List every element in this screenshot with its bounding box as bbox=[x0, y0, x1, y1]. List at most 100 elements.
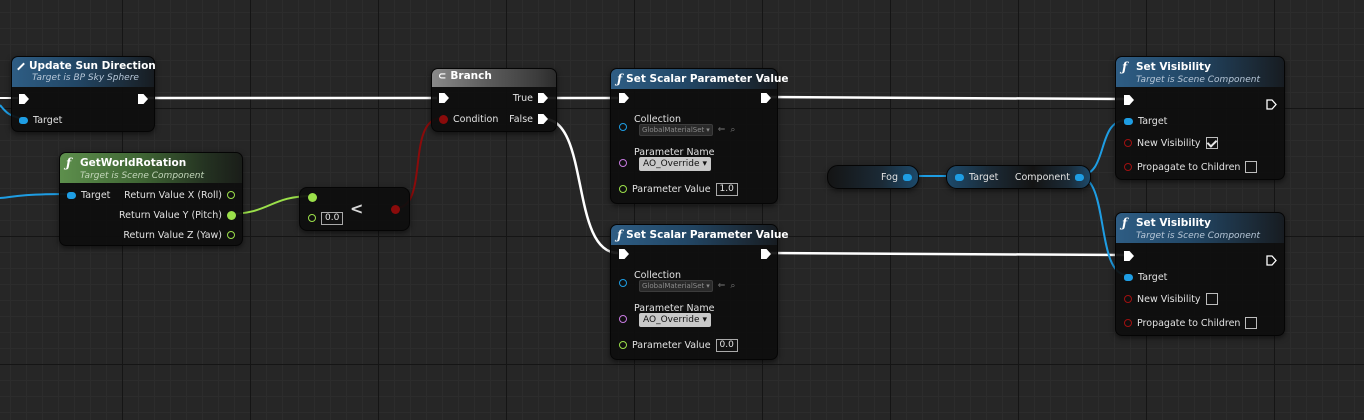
false-exec-pin[interactable] bbox=[538, 114, 548, 124]
collection-dropdown[interactable]: GlobalMaterialSet▾ bbox=[639, 280, 713, 292]
browse-search-icon[interactable]: ⌕ bbox=[730, 125, 736, 135]
use-selected-arrow-icon[interactable]: ⇐ bbox=[717, 281, 726, 291]
target-label: Target bbox=[1138, 115, 1168, 127]
param-name-label: Parameter Name bbox=[634, 146, 715, 158]
branch-node[interactable]: ⊂Branch True Condition False bbox=[431, 68, 557, 132]
target-pin[interactable] bbox=[19, 116, 28, 124]
new-visibility-pin[interactable] bbox=[1124, 139, 1132, 147]
update-sun-direction-node[interactable]: Update Sun Direction Target is BP Sky Sp… bbox=[11, 56, 156, 132]
exec-wire[interactable] bbox=[543, 117, 619, 255]
b-input-pin[interactable] bbox=[308, 214, 316, 222]
propagate-label: Propagate to Children bbox=[1137, 317, 1241, 329]
fog-label: Fog bbox=[881, 171, 898, 183]
node-title: Branch bbox=[450, 70, 492, 82]
true-exec-pin[interactable] bbox=[538, 93, 548, 103]
exec-wire[interactable] bbox=[767, 251, 1125, 257]
less-than-node[interactable]: 0.0 < bbox=[299, 187, 410, 231]
a-input-pin[interactable] bbox=[308, 193, 317, 202]
param-name-pin[interactable] bbox=[619, 315, 627, 323]
browse-search-icon[interactable]: ⌕ bbox=[730, 281, 736, 291]
chevron-down-icon: ▾ bbox=[702, 159, 708, 169]
collection-label: Collection bbox=[634, 113, 681, 125]
exec-out-pin[interactable] bbox=[138, 94, 148, 104]
node-subtitle: Target is Scene Component bbox=[1136, 75, 1261, 85]
get-component-node[interactable]: Target Component bbox=[946, 165, 1091, 189]
function-icon: ƒ bbox=[617, 72, 623, 86]
component-label: Component bbox=[1014, 171, 1070, 183]
return-x-pin[interactable] bbox=[227, 191, 235, 199]
param-value-pin[interactable] bbox=[619, 341, 627, 349]
collection-pin[interactable] bbox=[619, 123, 627, 131]
param-value-label: Parameter Value bbox=[632, 183, 711, 195]
node-subtitle: Target is Scene Component bbox=[1136, 231, 1261, 241]
param-name-dropdown[interactable]: AO_Override▾ bbox=[639, 313, 712, 327]
param-name-pin[interactable] bbox=[619, 159, 627, 167]
collection-label: Collection bbox=[634, 269, 681, 281]
param-name-dropdown[interactable]: AO_Override▾ bbox=[639, 157, 712, 171]
exec-out-pin[interactable] bbox=[761, 93, 771, 103]
less-than-operator: < bbox=[350, 199, 364, 218]
exec-wire[interactable] bbox=[767, 95, 1125, 101]
exec-in-pin[interactable] bbox=[1124, 95, 1134, 105]
condition-pin[interactable] bbox=[439, 114, 448, 124]
target-label: Target bbox=[33, 114, 63, 126]
chevron-down-icon: ▾ bbox=[702, 315, 708, 325]
result-out-pin[interactable] bbox=[391, 205, 400, 214]
exec-in-pin[interactable] bbox=[619, 249, 629, 259]
node-header[interactable]: Update Sun Direction Target is BP Sky Sp… bbox=[12, 57, 156, 87]
target-pin[interactable] bbox=[955, 173, 964, 181]
new-visibility-pin[interactable] bbox=[1124, 295, 1132, 303]
exec-in-pin[interactable] bbox=[19, 94, 29, 104]
fog-variable-node[interactable]: Fog bbox=[827, 165, 919, 189]
node-subtitle: Target is BP Sky Sphere bbox=[32, 73, 139, 83]
propagate-checkbox[interactable] bbox=[1245, 161, 1258, 173]
param-value-field[interactable]: 0.0 bbox=[715, 338, 738, 352]
propagate-label: Propagate to Children bbox=[1137, 161, 1241, 173]
new-visibility-checkbox[interactable] bbox=[1205, 293, 1218, 305]
exec-out-pin[interactable] bbox=[1266, 251, 1277, 266]
exec-out-pin[interactable] bbox=[1266, 95, 1277, 110]
new-visibility-checkbox[interactable] bbox=[1205, 137, 1218, 149]
exec-in-pin[interactable] bbox=[619, 93, 629, 103]
target-pin[interactable] bbox=[1124, 273, 1133, 281]
exec-in-pin[interactable] bbox=[1124, 251, 1134, 261]
component-out-pin[interactable] bbox=[1075, 173, 1084, 181]
exec-in-pin[interactable] bbox=[439, 93, 449, 103]
param-value-label: Parameter Value bbox=[632, 339, 711, 351]
node-title: Update Sun Direction bbox=[29, 60, 156, 72]
target-pin[interactable] bbox=[67, 191, 76, 199]
return-z-pin[interactable] bbox=[227, 231, 235, 239]
b-value-field[interactable]: 0.0 bbox=[321, 211, 344, 225]
node-title: Set Scalar Parameter Value bbox=[626, 229, 789, 241]
object-wire[interactable] bbox=[0, 193, 71, 199]
param-value-field[interactable]: 1.0 bbox=[715, 182, 738, 196]
branch-icon: ⊂ bbox=[438, 70, 447, 82]
param-value-pin[interactable] bbox=[619, 185, 627, 193]
propagate-pin[interactable] bbox=[1124, 163, 1132, 171]
false-label: False bbox=[509, 113, 533, 125]
use-selected-arrow-icon[interactable]: ⇐ bbox=[717, 125, 726, 135]
propagate-pin[interactable] bbox=[1124, 319, 1132, 327]
collection-dropdown[interactable]: GlobalMaterialSet▾ bbox=[639, 124, 713, 136]
function-icon: ƒ bbox=[1122, 60, 1128, 74]
node-header[interactable]: ⊂Branch bbox=[432, 69, 556, 87]
new-visibility-label: New Visibility bbox=[1137, 293, 1201, 305]
target-pin[interactable] bbox=[1124, 117, 1133, 125]
collection-pin[interactable] bbox=[619, 279, 627, 287]
fog-out-pin[interactable] bbox=[903, 173, 912, 181]
return-y-pin[interactable] bbox=[227, 210, 236, 220]
propagate-checkbox[interactable] bbox=[1245, 317, 1258, 329]
condition-label: Condition bbox=[453, 113, 499, 125]
target-label: Target bbox=[1138, 271, 1168, 283]
exec-out-pin[interactable] bbox=[761, 249, 771, 259]
